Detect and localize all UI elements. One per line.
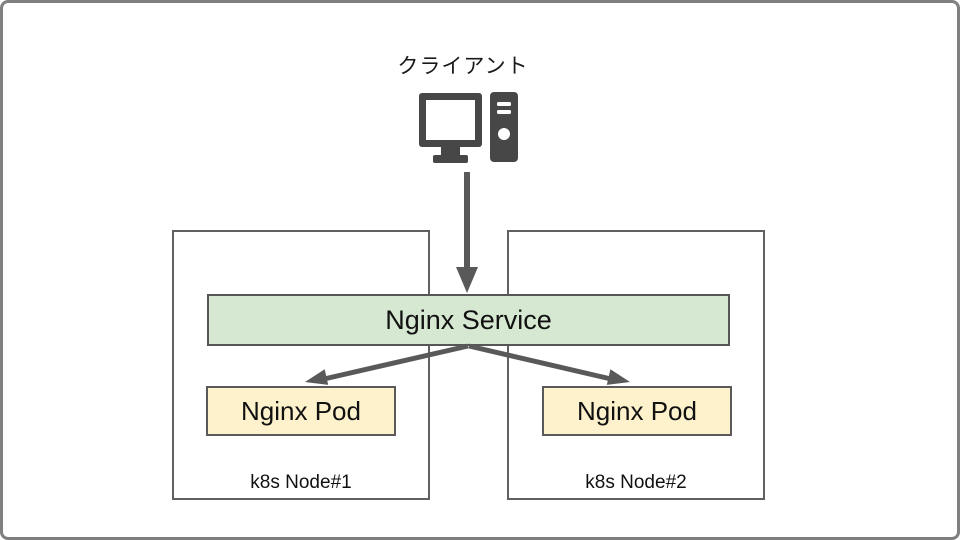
client-to-service-arrow [456,172,478,293]
node-box-2: k8s Node#2 [507,230,765,500]
arrows-layer [305,172,630,385]
node-label-2: k8s Node#2 [585,472,687,493]
nginx-service-box: Nginx Service [207,294,730,346]
nginx-pod-box-1: Nginx Pod [206,386,396,436]
nginx-pod-box-2: Nginx Pod [542,386,732,436]
node-label-1: k8s Node#1 [250,472,352,493]
node-box-1: k8s Node#1 [172,230,430,500]
desktop-computer-icon [419,92,518,163]
client-label: クライアント [397,55,529,78]
